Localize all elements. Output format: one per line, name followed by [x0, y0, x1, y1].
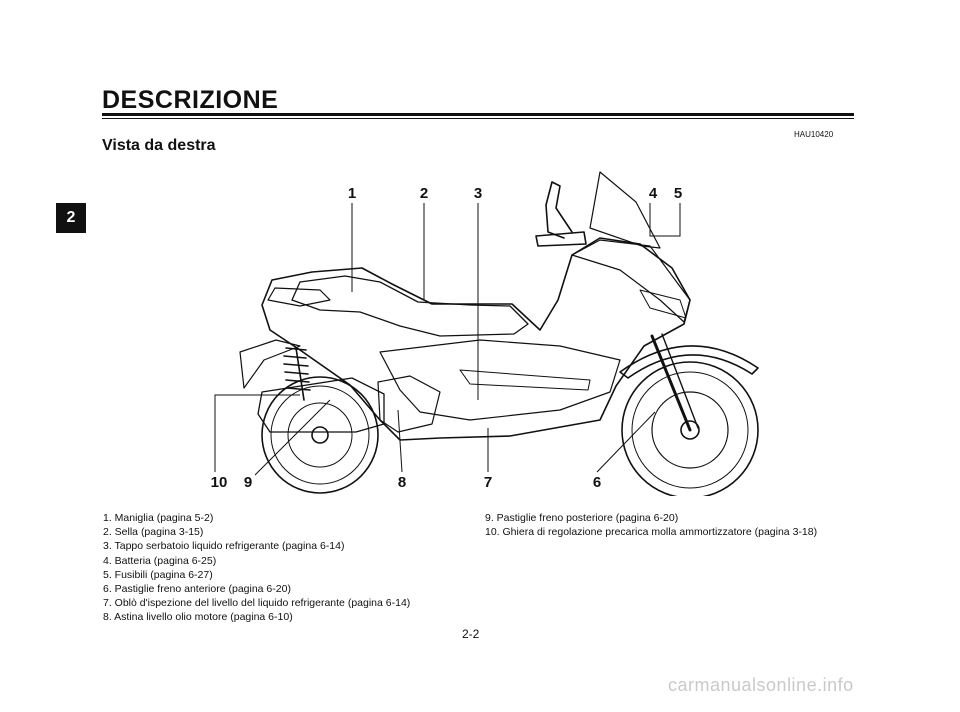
legend-item: 9. Pastiglie freno posteriore (pagina 6-…: [485, 512, 679, 524]
legend-right-column: 9. Pastiglie freno posteriore (pagina 6-…: [485, 511, 865, 539]
legend-left-column: 1. Maniglia (pagina 5-2) 2. Sella (pagin…: [103, 511, 473, 625]
callout-7: 7: [484, 474, 492, 491]
legend-item: 10. Ghiera di regolazione precarica moll…: [485, 526, 818, 539]
legend-item: 4. Batteria (pagina 6-25): [103, 554, 217, 567]
chapter-tab: 2: [56, 203, 86, 233]
legend-item: 5. Fusibili (pagina 6-27): [103, 568, 213, 581]
legend-item: 1. Maniglia (pagina 5-2): [103, 512, 214, 524]
callout-8: 8: [398, 474, 406, 491]
callout-3: 3: [474, 185, 482, 202]
callout-9: 9: [244, 474, 252, 491]
watermark: carmanualsonline.info: [668, 675, 854, 695]
callout-6: 6: [593, 474, 601, 491]
document-code: HAU10420: [794, 130, 834, 139]
header-rule-thick: [102, 113, 854, 116]
front-wheel: [621, 361, 759, 496]
view-subtitle: Vista da destra: [102, 137, 216, 154]
legend-item: 6. Pastiglie freno anteriore (pagina 6-2…: [103, 583, 291, 596]
header-rule-thin: [102, 118, 854, 119]
legend-item: 2. Sella (pagina 3-15): [103, 526, 204, 539]
legend-item: 3. Tappo serbatoio liquido refrigerante …: [103, 540, 345, 553]
callout-5: 5: [674, 185, 682, 202]
section-title: DESCRIZIONE: [102, 86, 279, 114]
callout-1: 1: [348, 185, 356, 202]
callout-4: 4: [649, 185, 658, 202]
callout-2: 2: [420, 185, 428, 202]
legend-item: 8. Astina livello olio motore (pagina 6-…: [103, 611, 293, 624]
rear-wheel: [261, 376, 379, 494]
legend-item: 7. Oblò d'ispezione del livello del liqu…: [103, 597, 411, 610]
callout-10: 10: [211, 474, 228, 491]
scooter-illustration: 1 2 3 4 5 6 7 8 9 10: [211, 171, 759, 496]
page-number: 2-2: [462, 627, 480, 641]
